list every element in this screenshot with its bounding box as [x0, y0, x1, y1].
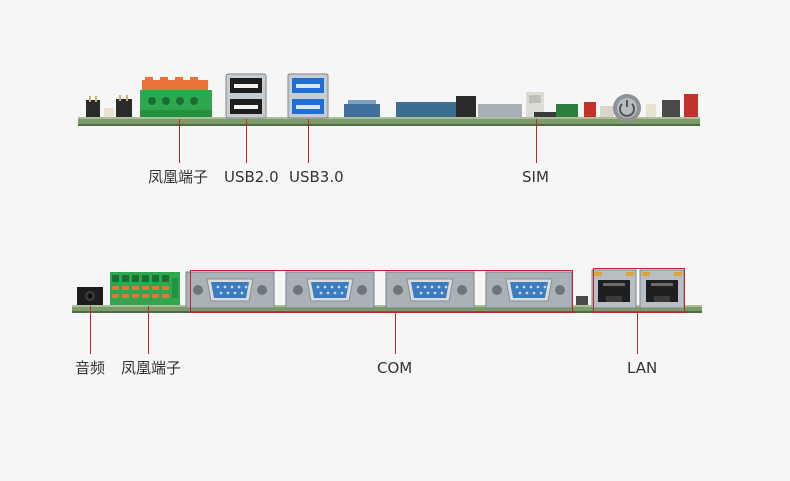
top-leader-usb3	[308, 119, 309, 163]
label-bottom-lan: LAN	[627, 359, 658, 377]
label-top-usb3: USB3.0	[289, 168, 344, 186]
bottom-pcb	[72, 305, 702, 313]
top-sim-slot	[534, 112, 562, 117]
label-top-phoenix-terminal: 凤凰端子	[148, 168, 209, 186]
com-port-1	[185, 271, 275, 309]
bottom-audio-jack	[77, 287, 103, 305]
lan-highlight-box	[593, 268, 685, 313]
top-leader-sim	[536, 119, 537, 163]
com-port-3	[385, 271, 475, 309]
label-bottom-phoenix-terminal: 凤凰端子	[121, 359, 182, 377]
lan-port-1	[591, 269, 637, 309]
lan-port-2	[639, 269, 685, 309]
bottom-com-connectors	[185, 271, 573, 309]
com-port-2	[285, 271, 375, 309]
com-highlight-box	[190, 270, 573, 313]
com-port-4	[485, 271, 573, 309]
label-top-usb2: USB2.0	[224, 168, 279, 186]
top-power-button	[613, 94, 641, 122]
bottom-leader-lan	[637, 313, 638, 354]
label-top-sim: SIM	[522, 168, 549, 186]
top-leader-usb2	[246, 119, 247, 163]
top-phoenix-terminal	[140, 77, 212, 117]
bottom-phoenix-terminal	[110, 272, 180, 305]
label-bottom-audio: 音频	[75, 359, 106, 377]
label-bottom-com: COM	[377, 359, 413, 377]
bottom-leader-com	[395, 313, 396, 354]
top-usb2-connector	[225, 73, 267, 119]
bottom-lan-connectors	[591, 269, 685, 309]
top-pcb	[78, 117, 700, 126]
bottom-leader-phoenix	[148, 306, 149, 354]
top-usb3-connector	[287, 73, 329, 119]
bottom-leader-audio	[90, 306, 91, 354]
top-leader-phoenix	[179, 119, 180, 163]
top-pin-header	[86, 95, 132, 117]
